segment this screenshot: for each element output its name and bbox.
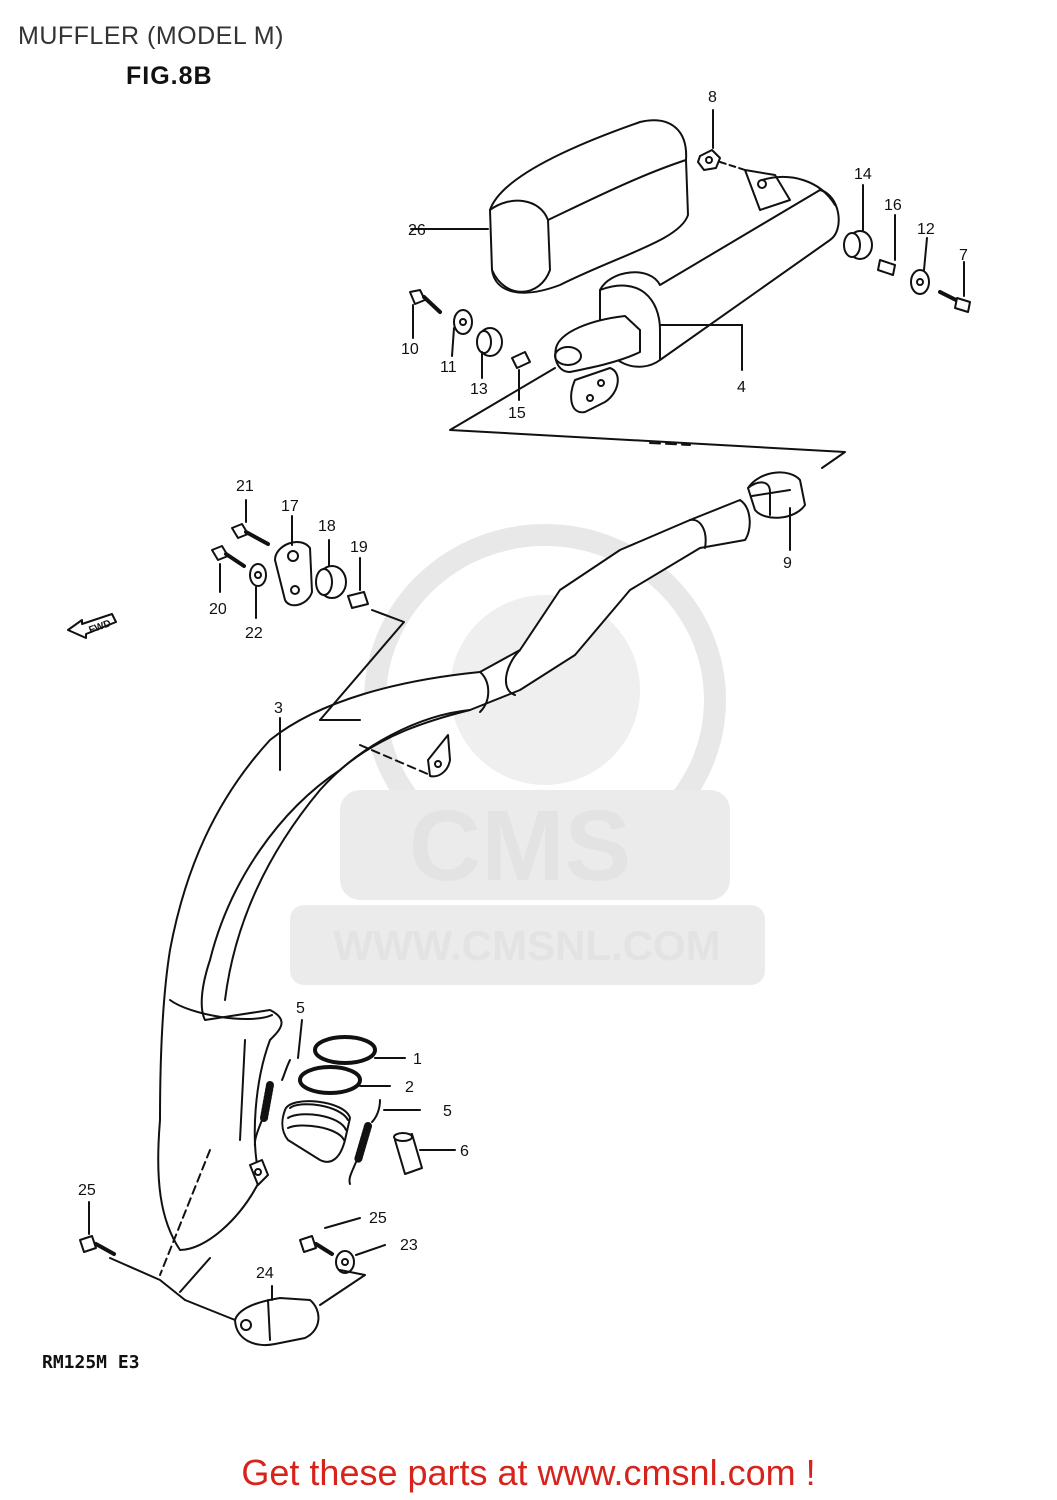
part-9-seal — [747, 471, 806, 519]
callout-6: 6 — [460, 1143, 469, 1160]
part-21-bolt — [231, 523, 270, 546]
part-13-grommet — [476, 327, 503, 357]
callout-19: 19 — [350, 539, 368, 556]
callout-26: 26 — [408, 222, 426, 239]
callout-14: 14 — [854, 166, 872, 183]
part-8-nut — [697, 149, 721, 171]
part-24-bracket — [234, 1297, 320, 1346]
callout-9: 9 — [783, 555, 792, 572]
callout-5-top: 5 — [296, 1000, 305, 1017]
callout-1: 1 — [413, 1051, 422, 1068]
watermark-brand: CMS — [409, 790, 631, 902]
callout-20: 20 — [209, 601, 227, 618]
flex-joint — [281, 1100, 351, 1163]
part-5-spring-left — [253, 1059, 291, 1147]
fwd-direction-arrow — [67, 613, 117, 639]
callout-3: 3 — [274, 700, 283, 717]
part-23-washer — [335, 1250, 355, 1274]
part-20-bolt — [211, 545, 246, 568]
part-16-collar — [877, 259, 896, 276]
part-26-cover — [489, 119, 689, 294]
callout-22: 22 — [245, 625, 263, 642]
part-1-gasket — [313, 1035, 377, 1065]
part-17-bracket — [274, 541, 313, 607]
part-12-washer — [910, 269, 930, 295]
part-22-washer — [249, 563, 267, 587]
footer-link-cta[interactable]: Get these parts at www.cmsnl.com ! — [241, 1452, 816, 1493]
callout-7: 7 — [959, 247, 968, 264]
callout-17: 17 — [281, 498, 299, 515]
callout-2: 2 — [405, 1079, 414, 1096]
callout-18: 18 — [318, 518, 336, 535]
part-5-spring-right — [348, 1099, 381, 1185]
part-6-sleeve — [393, 1132, 423, 1175]
callout-24: 24 — [256, 1265, 274, 1282]
part-3-exhaust-pipe — [157, 499, 751, 1251]
callout-25-right: 25 — [369, 1210, 387, 1227]
part-25-bolt-left — [79, 1235, 116, 1256]
callout-12: 12 — [917, 221, 935, 238]
part-25-bolt-right — [299, 1235, 334, 1256]
callout-23: 23 — [400, 1237, 418, 1254]
callout-11: 11 — [440, 359, 457, 376]
part-11-washer — [453, 309, 473, 335]
callout-15: 15 — [508, 405, 526, 422]
callout-25-left: 25 — [78, 1182, 96, 1199]
part-18-grommet — [315, 565, 347, 599]
callout-5-right: 5 — [443, 1103, 452, 1120]
model-code: RM125M E3 — [42, 1352, 140, 1373]
callout-8: 8 — [708, 89, 717, 106]
watermark-url: WWW.CMSNL.COM — [333, 922, 720, 969]
part-2-gasket — [298, 1065, 362, 1095]
callout-10: 10 — [401, 341, 419, 358]
part-4-silencer — [554, 169, 840, 414]
callout-21: 21 — [236, 478, 254, 495]
part-10-bolt — [409, 289, 442, 314]
figure-label: FIG.8B — [126, 62, 213, 90]
callout-16: 16 — [884, 197, 902, 214]
part-14-grommet — [843, 230, 873, 260]
part-7-bolt — [938, 290, 971, 313]
cms-watermark: CMS WWW.CMSNL.COM — [290, 524, 765, 985]
callout-4: 4 — [737, 379, 746, 396]
callout-13: 13 — [470, 381, 488, 398]
part-15-collar — [511, 351, 531, 369]
page-title: MUFFLER (MODEL M) — [18, 22, 284, 50]
part-19-collar — [347, 591, 369, 609]
